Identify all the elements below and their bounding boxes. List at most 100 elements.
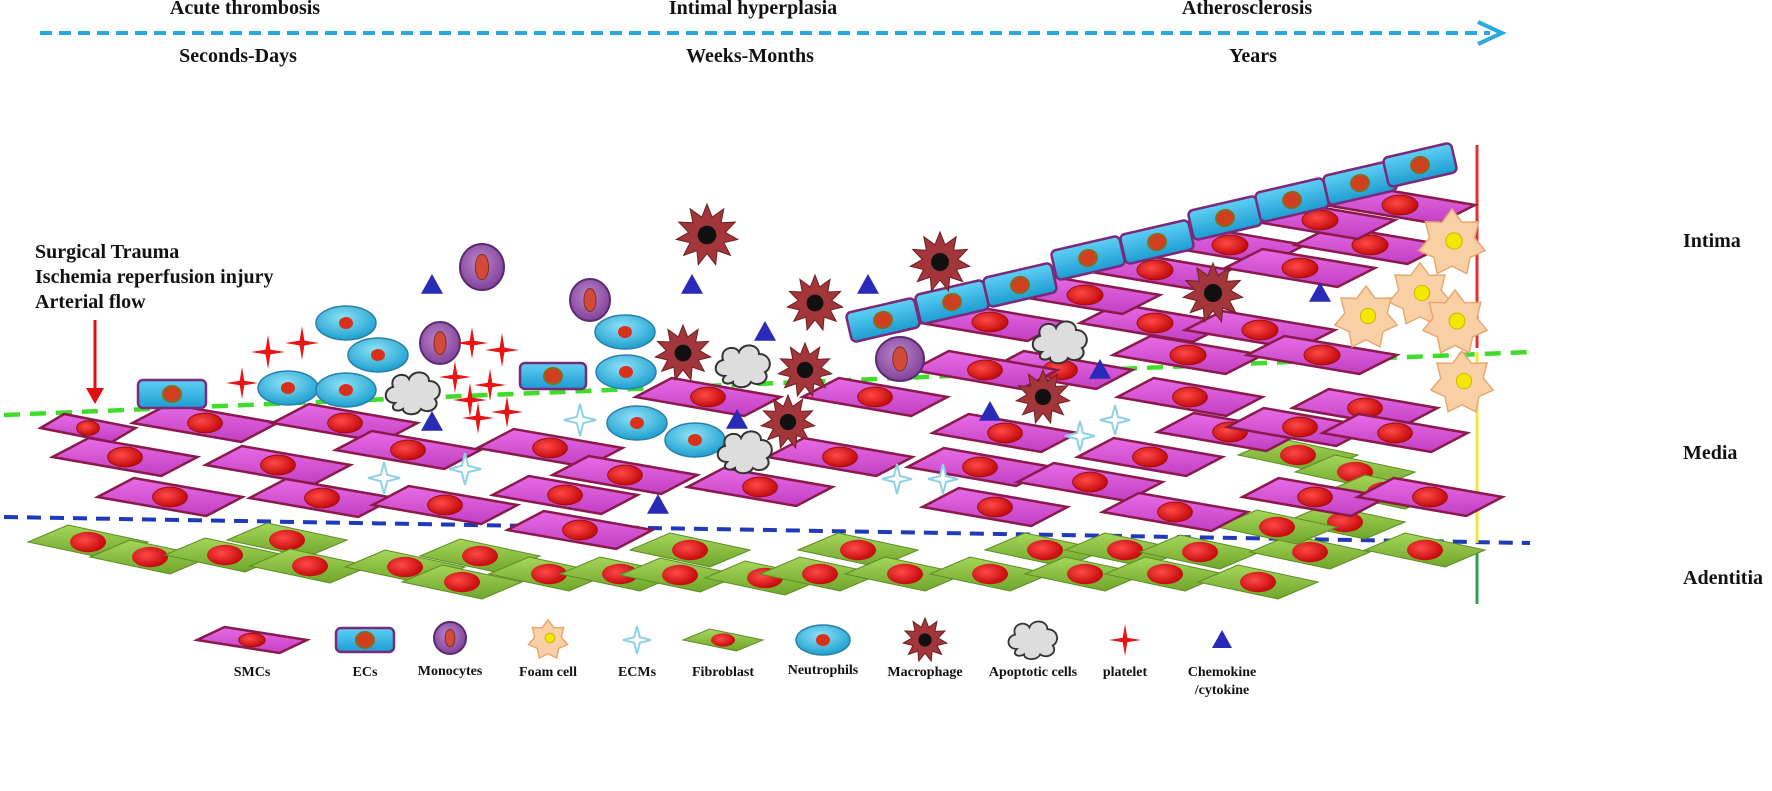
- legend-label-smc: SMCs: [233, 665, 271, 680]
- smc-cell: [245, 477, 399, 519]
- foam-nucleus: [544, 632, 556, 644]
- platelet: [226, 367, 258, 399]
- fibroblast-cell: [248, 548, 372, 584]
- fibroblast-cell: [1215, 509, 1339, 545]
- chemokine-triangle: [421, 274, 443, 294]
- fibroblast-cell: [487, 556, 611, 592]
- platelet: [251, 335, 285, 369]
- chemokine-triangle: [681, 274, 703, 294]
- endothelial-cell: [1187, 195, 1263, 241]
- foam-nucleus: [1448, 312, 1466, 330]
- ec-nucleus: [873, 310, 893, 330]
- smc-nucleus: [1281, 257, 1319, 279]
- smc-cell: [908, 349, 1062, 391]
- smc-nucleus: [1412, 486, 1448, 508]
- chemokine-triangle: [754, 321, 776, 341]
- smc-cell: [918, 486, 1072, 528]
- smc-nucleus: [76, 420, 100, 436]
- fibroblast-nucleus: [972, 563, 1008, 585]
- neutrophil-cell: [315, 372, 377, 408]
- fibroblast-cell: [400, 564, 524, 600]
- fibroblast-nucleus: [1107, 539, 1143, 561]
- monocyte-cell: [459, 243, 505, 291]
- macrophage-cell: [908, 230, 972, 293]
- neutrophil-cell: [257, 370, 319, 406]
- smc-nucleus: [1066, 284, 1104, 306]
- smc-nucleus: [238, 632, 266, 648]
- fibroblast-nucleus: [1027, 539, 1063, 561]
- endothelial-cell: [1119, 219, 1195, 265]
- stage-label-intimal-hyperplasia: Intimal hyperplasia: [668, 0, 838, 19]
- chemokine-triangle: [421, 411, 443, 431]
- smc-cell: [1243, 334, 1401, 376]
- endothelial-cell: [334, 626, 396, 654]
- smc-cell: [631, 376, 785, 418]
- endothelial-cell: [1254, 177, 1330, 223]
- macrophage-cell: [674, 202, 740, 266]
- ec-nucleus: [942, 292, 962, 312]
- fibroblast-cell: [758, 556, 882, 592]
- chemokine-triangle: [857, 274, 879, 294]
- ec-nucleus: [543, 367, 563, 385]
- macrophage-nucleus: [806, 294, 824, 312]
- ec-nucleus: [1078, 248, 1098, 268]
- macrophage-cell: [776, 341, 834, 398]
- fibroblast-nucleus: [207, 544, 243, 566]
- smc-nucleus: [1303, 344, 1341, 366]
- ec-nucleus: [1282, 190, 1302, 210]
- platelet: [453, 383, 487, 417]
- endothelial-cell: [136, 378, 208, 410]
- smc-nucleus: [1211, 234, 1249, 256]
- monocyte-nucleus: [433, 330, 447, 356]
- neutrophil-nucleus: [339, 384, 353, 396]
- duration-label-weeks-months: Weeks-Months: [686, 45, 814, 67]
- legend-label-monocyte: Monocytes: [417, 664, 483, 679]
- smc-cell: [548, 454, 702, 496]
- ecm: [927, 463, 959, 495]
- macrophage-cell: [1181, 261, 1245, 324]
- smc-nucleus: [977, 496, 1013, 518]
- chemokine-triangle: [726, 409, 748, 429]
- smc-nucleus: [1072, 471, 1108, 493]
- apoptotic-cell: [1007, 620, 1058, 661]
- fibroblast-cell: [1363, 532, 1487, 568]
- smc-cell: [763, 436, 917, 478]
- fibroblast-nucleus: [1147, 563, 1183, 585]
- endothelial-cell: [982, 262, 1058, 308]
- fibroblast-cell: [225, 522, 349, 558]
- macrophage-cell: [653, 323, 713, 382]
- neutrophil-cell: [347, 337, 409, 373]
- neutrophil-nucleus: [371, 349, 385, 361]
- neutrophil-cell: [795, 624, 851, 656]
- ecm: [367, 461, 401, 495]
- fibroblast-nucleus: [387, 556, 423, 578]
- ec-nucleus: [1215, 208, 1235, 228]
- macrophage-cell: [759, 393, 817, 450]
- platelet: [485, 333, 519, 367]
- fibroblast-cell: [628, 532, 752, 568]
- neutrophil-nucleus: [339, 317, 353, 329]
- legend-label-neutrophil: Neutrophils: [787, 663, 859, 678]
- neutrophil-nucleus: [630, 417, 644, 429]
- fibroblast-nucleus: [711, 633, 735, 647]
- neutrophil-nucleus: [618, 326, 632, 338]
- legend-label-foam-cell: Foam cell: [519, 665, 577, 680]
- timeline-arrow-head: [1477, 20, 1507, 46]
- chemokine-triangle: [979, 401, 1001, 421]
- legend-label-macrophage: Macrophage: [887, 665, 963, 680]
- fibroblast-nucleus: [602, 563, 638, 585]
- endothelial-cell: [1382, 142, 1458, 188]
- apoptotic-body: [716, 430, 773, 475]
- legend-label-ecm: ECMs: [617, 665, 657, 680]
- smc-nucleus: [1132, 446, 1168, 468]
- smc-cell: [201, 444, 355, 486]
- apoptotic-body: [1031, 320, 1088, 365]
- timeline: [40, 20, 1507, 46]
- platelet: [1109, 624, 1141, 656]
- chemokine-triangle: [647, 494, 669, 514]
- platelet: [491, 396, 523, 428]
- smc-nucleus: [1157, 501, 1193, 523]
- monocyte-cell: [569, 278, 611, 322]
- legend-label-ec: ECs: [352, 665, 378, 680]
- smc-nucleus: [857, 386, 893, 408]
